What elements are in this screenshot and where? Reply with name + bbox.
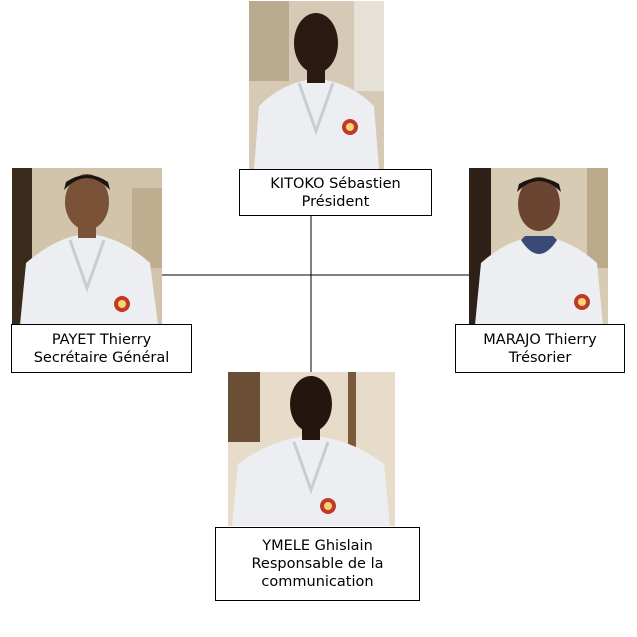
member-name: PAYET Thierry — [51, 331, 152, 348]
member-photo-treasurer — [469, 168, 608, 325]
member-card-treasurer: MARAJO Thierry Trésorier — [455, 324, 625, 373]
member-photo-communication — [228, 372, 395, 526]
member-name: MARAJO Thierry — [483, 331, 597, 348]
member-role: Trésorier — [508, 349, 572, 366]
member-role-line1: Responsable de la — [251, 556, 384, 572]
member-name: KITOKO Sébastien — [270, 175, 401, 192]
member-card-secretary: PAYET Thierry Secrétaire Général — [11, 324, 192, 373]
member-photo-president — [249, 1, 384, 169]
member-photo-secretary — [12, 168, 162, 325]
member-role: Secrétaire Général — [33, 349, 170, 366]
member-card-president: KITOKO Sébastien Président — [239, 169, 432, 216]
member-name: YMELE Ghislain — [262, 538, 373, 554]
member-role: Président — [301, 193, 370, 210]
member-card-communication: YMELE Ghislain Responsable de la communi… — [215, 527, 420, 601]
member-role-line2: communication — [261, 574, 374, 590]
